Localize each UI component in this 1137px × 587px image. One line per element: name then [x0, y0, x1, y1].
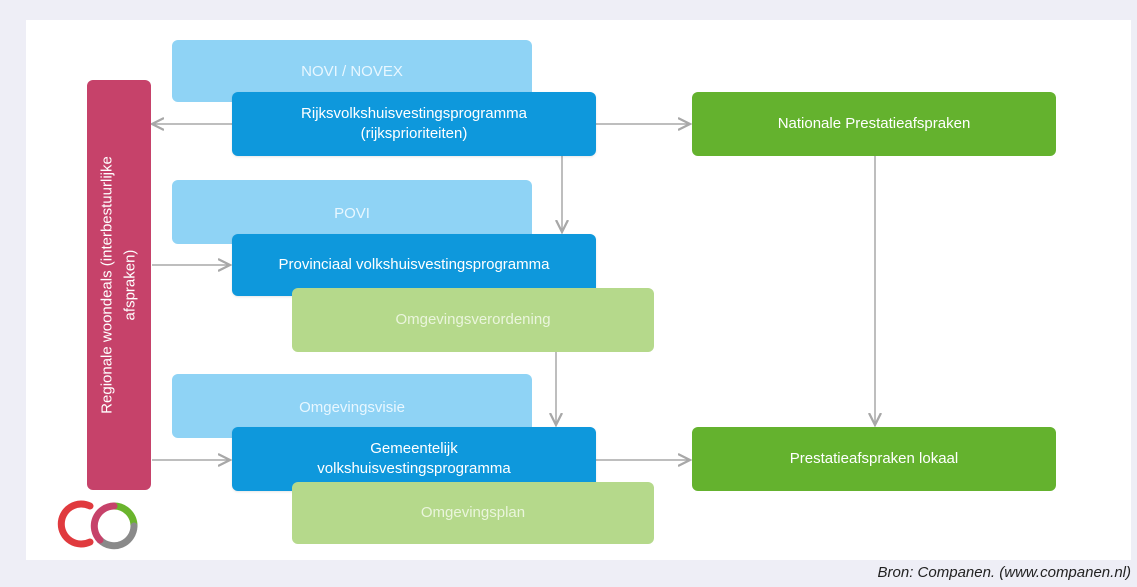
provinciaal-label: Provinciaal volkshuisvestingsprogramma	[278, 255, 550, 273]
prestatieafspraken-lokaal-box: Prestatieafspraken lokaal	[692, 427, 1056, 491]
omgevingsplan-label: Omgevingsplan	[420, 503, 526, 521]
omgevingsplan-box: Omgevingsplan	[292, 482, 654, 544]
gemeentelijk-label-line2: volkshuisvestingsprogramma	[317, 460, 511, 477]
novi-novex-label: NOVI / NOVEX	[301, 63, 403, 80]
source-caption: Bron: Companen. (www.companen.nl)	[877, 564, 1131, 581]
regionale-woondeals-label: Regionale woondeals (interbestuurlijke a…	[98, 156, 139, 414]
nationale-label: Nationale Prestatieafspraken	[777, 114, 971, 132]
povi-label: POVI	[334, 205, 370, 222]
lokaal-label: Prestatieafspraken lokaal	[789, 449, 959, 467]
rijksvolkshuisvestingsprogramma-box: Rijksvolkshuisvestingsprogramma (rijkspr…	[232, 92, 596, 156]
rijks-label-line2: (rijksprioriteiten)	[360, 125, 468, 142]
omgevingsverordening-box: Omgevingsverordening	[292, 288, 654, 352]
regionale-woondeals-box: Regionale woondeals (interbestuurlijke a…	[87, 80, 151, 490]
gemeentelijk-label-line1: Gemeentelijk	[370, 439, 458, 457]
gemeentelijk-volkshuisvestingsprogramma-box: Gemeentelijk volkshuisvestingsprogramma	[232, 427, 596, 491]
omgevingsverordening-label: Omgevingsverordening	[395, 310, 551, 328]
rijks-label-line1: Rijksvolkshuisvestingsprogramma	[301, 104, 527, 122]
povi-box: POVI	[172, 180, 532, 244]
companen-logo-icon	[57, 500, 138, 550]
novi-novex-box: NOVI / NOVEX	[172, 40, 532, 102]
provinciaal-volkshuisvestingsprogramma-box: Provinciaal volkshuisvestingsprogramma	[232, 234, 596, 296]
omgevingsvisie-label: Omgevingsvisie	[299, 399, 405, 416]
nationale-prestatieafspraken-box: Nationale Prestatieafspraken	[692, 92, 1056, 156]
